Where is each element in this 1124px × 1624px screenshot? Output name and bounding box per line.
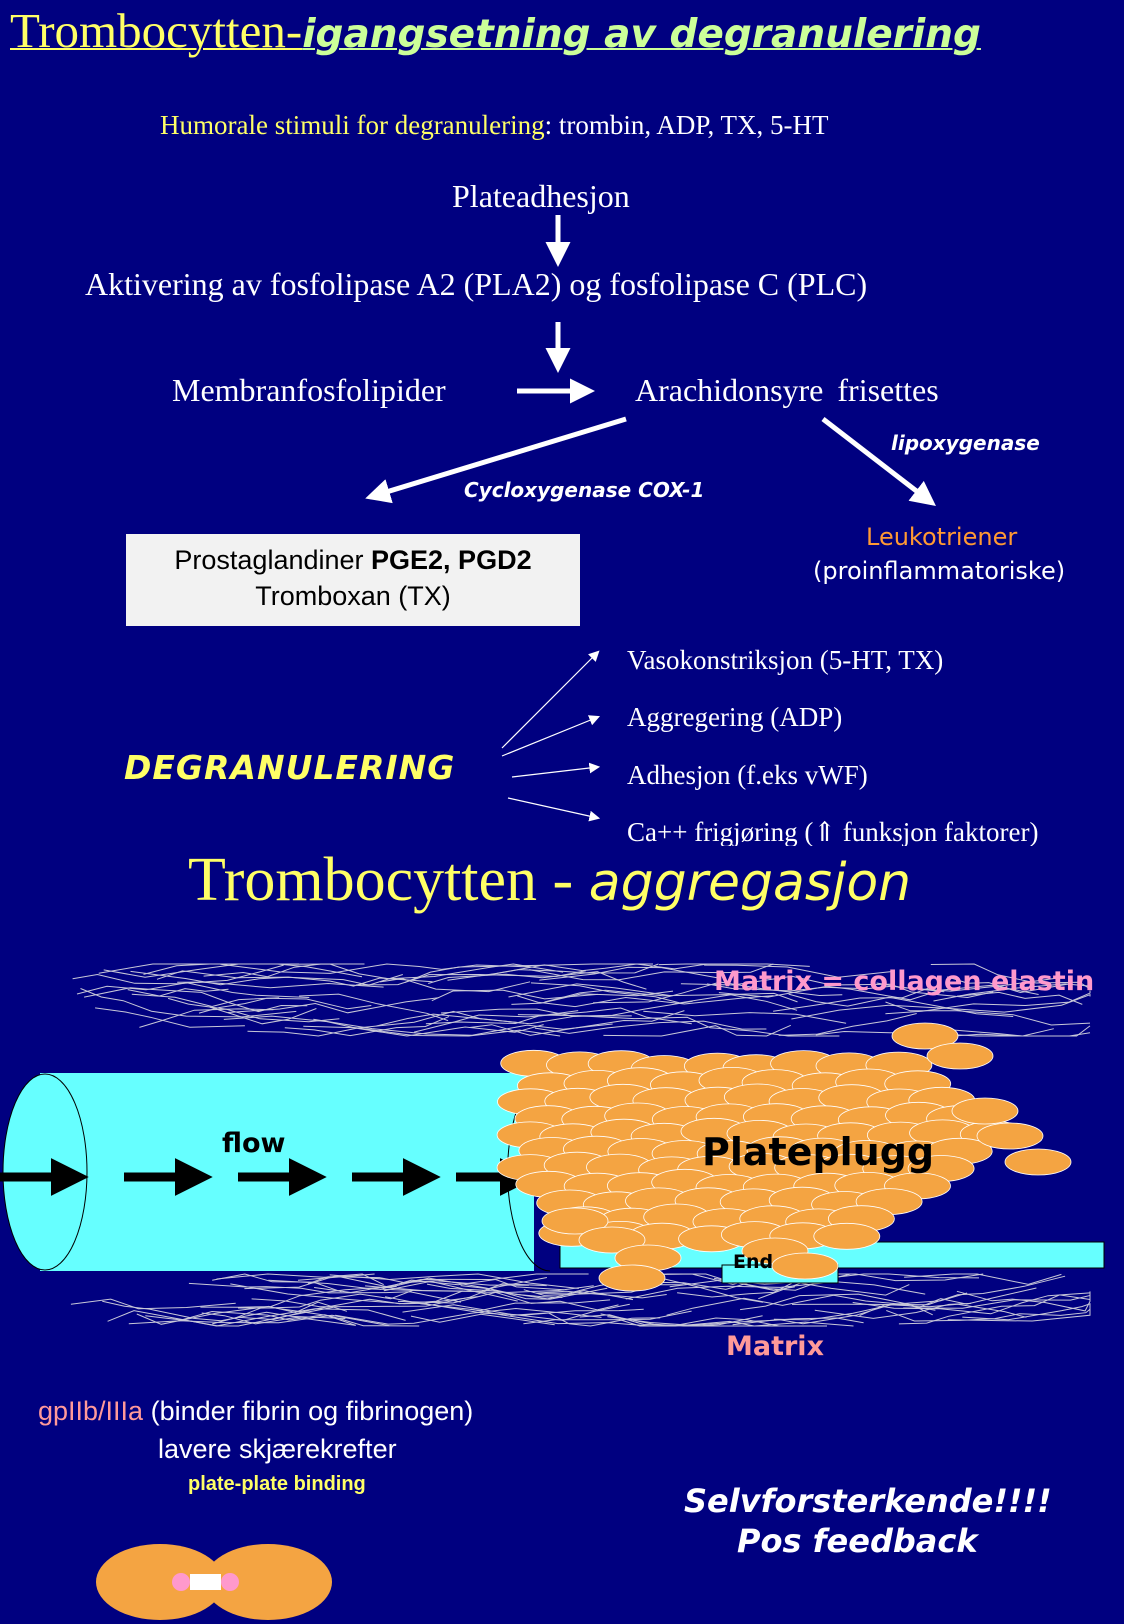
slide-degranulation: Trombocytten-igangsetning av degranuleri…: [0, 0, 1124, 846]
matrix-fiber: [511, 991, 673, 1004]
matrix-fiber: [380, 1280, 564, 1290]
prostaglandin-label: Prostaglandiner: [174, 545, 371, 575]
thromboxane-line: Tromboxan (TX): [126, 578, 580, 614]
plate-plate-binding-label: plate-plate binding: [188, 1473, 366, 1496]
matrix-fibers-bottom: [71, 1274, 1090, 1326]
gp-receptor-label: gpIIb/IIIa: [38, 1396, 143, 1426]
gp-receptor-line: gpIIb/IIIa (binder fibrin og fibrinogen): [38, 1396, 473, 1427]
matrix-fiber: [517, 996, 773, 1007]
arrow-effect-3: [512, 767, 598, 777]
leukotriene-label: Leukotriener: [866, 523, 1017, 551]
matrix-fiber: [535, 1021, 767, 1033]
matrix-fiber: [139, 1009, 273, 1028]
proinflammatory-label: (proinflammatoriske): [813, 557, 1065, 585]
positive-feedback-label: Pos feedback: [737, 1522, 978, 1560]
flow-label: flow: [222, 1128, 286, 1159]
fibrinogen-bridge: [190, 1574, 221, 1590]
matrix-fiber: [441, 1001, 693, 1016]
slide1-title: Trombocytten-igangsetning av degranuleri…: [10, 0, 981, 66]
platelet: [772, 1253, 838, 1279]
gp-receptor-desc: (binder fibrin og fibrinogen): [151, 1396, 474, 1426]
effect-item: Aggregering (ADP): [627, 702, 842, 733]
matrix-fiber: [385, 1297, 610, 1311]
self-amplifying-label: Selvforsterkende!!!!: [684, 1482, 1052, 1520]
platelet: [927, 1043, 993, 1069]
humoral-list: trombin, ADP, TX, 5-HT: [559, 110, 829, 140]
arrow-effect-1: [502, 652, 598, 748]
humoral-label: Humorale stimuli for degranulering: [160, 110, 545, 140]
endothelium-label: End: [733, 1251, 773, 1273]
prostaglandin-line: Prostaglandiner PGE2, PGD2: [126, 542, 580, 578]
matrix-top-label: Matrix = collagen elastin: [714, 966, 1094, 997]
vessel-tube: [40, 1073, 534, 1271]
arrow-effect-2: [502, 717, 598, 756]
humoral-colon: :: [545, 110, 553, 140]
slide1-title-part1: Trombocytten-: [10, 3, 302, 58]
shear-label: lavere skjærekrefter: [158, 1434, 397, 1465]
slide2-title: Trombocytten - aggregasjon: [188, 846, 911, 923]
matrix-fiber: [380, 979, 530, 992]
matrix-fiber: [603, 1025, 790, 1036]
platelet: [1005, 1149, 1071, 1175]
matrix-bottom-label: Matrix: [726, 1331, 824, 1362]
step-activation: Aktivering av fosfolipase A2 (PLA2) og f…: [85, 266, 867, 303]
effect-item: Vasokonstriksjon (5-HT, TX): [627, 645, 943, 676]
step-plateadhesjon: Plateadhesjon: [452, 178, 630, 215]
vessel-opening-left: [3, 1074, 87, 1270]
platelet: [599, 1265, 665, 1291]
slide2-title-part2: aggregasjon: [589, 853, 911, 913]
slide2-title-part1: Trombocytten -: [188, 846, 589, 914]
lipoxygenase-label: lipoxygenase: [891, 431, 1040, 455]
matrix-fiber: [104, 964, 270, 977]
platelet: [952, 1098, 1018, 1124]
slide1-title-part2: igangsetning av degranulering: [302, 12, 981, 57]
prostaglandin-box: Prostaglandiner PGE2, PGD2 Tromboxan (TX…: [126, 534, 580, 626]
gp-binding-illustration: [96, 1544, 332, 1620]
arrow-effect-4: [508, 798, 598, 818]
slide-aggregation: Trombocytten - aggregasjon Matrix = coll…: [0, 846, 1124, 1624]
effect-item: Ca++ frigjøring (⇑ funksjon faktorer): [627, 817, 1038, 846]
humoral-stimuli: Humorale stimuli for degranulering: trom…: [160, 110, 828, 141]
degranulation-label: DEGRANULERING: [124, 748, 455, 787]
platelet: [977, 1123, 1043, 1149]
matrix-fiber: [220, 964, 534, 973]
matrix-fiber: [144, 964, 300, 974]
membrane-phospholipids: Membranfosfolipider: [172, 372, 446, 409]
matrix-fiber: [299, 994, 448, 1021]
plateplug-label: Plateplugg: [702, 1130, 934, 1174]
effect-item: Adhesjon (f.eks vWF): [627, 760, 868, 791]
receptor-right: [221, 1573, 239, 1591]
prostaglandin-types: PGE2, PGD2: [371, 545, 532, 575]
platelet: [814, 1223, 880, 1249]
matrix-fiber: [677, 1282, 909, 1297]
matrix-fiber: [403, 1304, 630, 1320]
receptor-left: [172, 1573, 190, 1591]
cox-label: Cycloxygenase COX-1: [464, 478, 704, 502]
matrix-fiber: [81, 989, 297, 1017]
arachidonic-acid: Arachidonsyre frisettes: [635, 372, 939, 409]
